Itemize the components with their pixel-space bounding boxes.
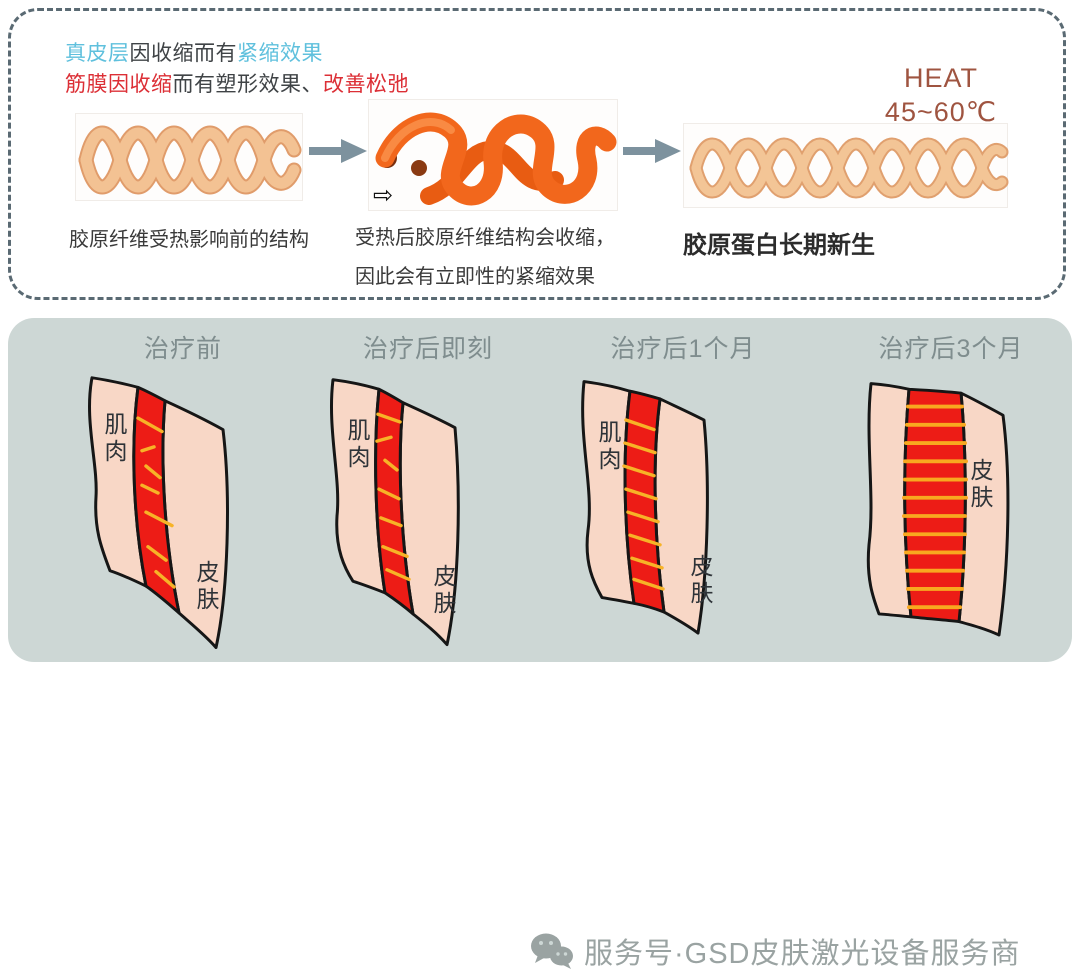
watermark-text: 服务号·GSD皮肤激光设备服务商	[584, 938, 1021, 970]
treatment-stages-panel: 治疗前 肌肉 皮肤 治疗后即刻	[8, 318, 1072, 970]
arrow-right-icon	[623, 137, 681, 170]
contracted-collagen-fiber-image: ⇨	[368, 99, 618, 211]
skin-label: 皮肤	[193, 560, 219, 614]
stage-before-treatment: 治疗前 肌肉 皮肤	[58, 332, 308, 662]
heat-range: 45~60℃	[884, 97, 998, 127]
stage-title: 治疗后即刻	[362, 335, 493, 363]
skin-label: 皮肤	[430, 564, 456, 618]
tissue-diagram-one-month	[581, 380, 709, 635]
tissue-diagram-immediate	[329, 378, 460, 647]
muscle-label: 肌肉	[595, 420, 621, 474]
stage-title: 治疗后1个月	[610, 335, 756, 363]
relaxed-collagen-fiber-image	[75, 113, 303, 201]
stage-three-months-after: 治疗后3个月	[826, 332, 1076, 662]
heat-temperature-note: HEAT 45~60℃	[856, 61, 1026, 129]
stage-one-month-after: 治疗后1个月 肌肉 皮肤	[558, 332, 808, 662]
collagen-coil-relaxed-icon	[78, 125, 302, 195]
caption-before-heat: 胶原纤维受热影响前的结构	[69, 229, 309, 251]
fascia-term: 筋膜因收缩	[65, 73, 173, 96]
stage-immediately-after: 治疗后即刻 肌肉 皮肤	[303, 332, 553, 662]
muscle-label: 肌肉	[101, 412, 127, 466]
collagen-coil-regenerated-icon	[689, 137, 1009, 199]
skin-label: 皮肤	[687, 554, 713, 608]
tissue-diagram-before	[88, 376, 229, 649]
watermark: 服务号·GSD皮肤激光设备服务商	[530, 930, 1021, 972]
tissue-diagram-three-months	[866, 382, 1010, 637]
arrow-right-icon	[309, 137, 367, 170]
stage-title: 治疗前	[143, 335, 222, 363]
heat-title: HEAT	[903, 63, 978, 93]
regenerated-collagen-fiber-image	[683, 123, 1009, 208]
wechat-icon	[531, 933, 573, 969]
caption-longterm-regeneration: 胶原蛋白长期新生	[683, 232, 875, 259]
collagen-mechanism-panel: 真皮层因收缩而有紧缩效果 筋膜因收缩而有塑形效果、改善松弛 HEAT 45~60…	[8, 8, 1066, 300]
contraction-arrow-icon: ⇨	[373, 182, 394, 209]
dermis-effect-text: 真皮层因收缩而有紧缩效果	[65, 42, 323, 65]
caption-after-heat: 受热后胶原纤维结构会收缩，因此会有立即性的紧缩效果	[355, 227, 615, 288]
fascia-effect-text: 筋膜因收缩而有塑形效果、改善松弛	[65, 73, 409, 96]
stage-title: 治疗后3个月	[878, 335, 1024, 363]
collagen-coil-contracted-icon	[375, 112, 617, 206]
skin-label: 皮肤	[967, 458, 993, 512]
tightening-term: 紧缩效果	[237, 42, 323, 65]
dermis-term: 真皮层	[65, 42, 130, 65]
laxity-term: 改善松弛	[323, 73, 409, 96]
muscle-label: 肌肉	[344, 418, 370, 472]
